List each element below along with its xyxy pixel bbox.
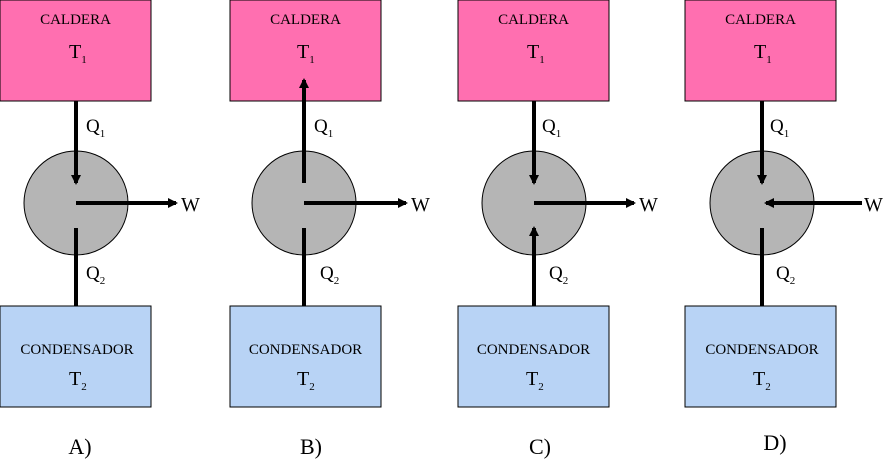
q2-label: Q2 [320,263,339,287]
caldera-box [684,0,837,102]
caldera-temperature: T1 [69,41,87,66]
condensador-label: CONDENSADOR [705,342,818,358]
w-label: W [639,194,658,216]
caldera-box [457,0,610,102]
condensador-box [229,305,382,408]
panel-d: CALDERA T1 Q1 W Q2 CONDENSADOR T2 D) [684,0,883,455]
condensador-label: CONDENSADOR [477,342,590,358]
panel-a: CALDERA T1 Q1 W Q2 CONDENSADOR T2 A) [0,0,200,459]
condensador-temperature: T2 [69,368,87,393]
condensador-box [0,305,152,408]
caldera-label: CALDERA [498,12,569,28]
condensador-box [684,305,837,408]
q1-label: Q1 [770,116,789,140]
caldera-label: CALDERA [725,12,796,28]
q2-label: Q2 [86,263,105,287]
caldera-temperature: T1 [297,41,315,66]
condensador-label: CONDENSADOR [249,342,362,358]
panel-caption: B) [300,434,322,459]
q1-label: Q1 [314,116,333,140]
caldera-label: CALDERA [270,12,341,28]
panel-caption: D) [763,430,786,455]
condensador-temperature: T2 [297,368,315,393]
w-label: W [181,194,200,216]
w-label: W [864,194,883,216]
q1-label: Q1 [542,116,561,140]
caldera-box [0,0,152,102]
q2-label: Q2 [776,263,795,287]
caldera-temperature: T1 [527,41,545,66]
q2-label: Q2 [549,263,568,287]
condensador-temperature: T2 [526,368,544,393]
q1-label: Q1 [86,116,105,140]
panel-caption: C) [529,434,551,459]
condensador-box [457,305,610,408]
caldera-label: CALDERA [40,12,111,28]
condensador-temperature: T2 [753,368,771,393]
panel-b: CALDERA T1 Q1 W Q2 CONDENSADOR T2 B) [229,0,430,459]
w-label: W [411,194,430,216]
caldera-temperature: T1 [754,41,772,66]
condensador-label: CONDENSADOR [20,342,133,358]
panel-caption: A) [68,434,91,459]
panel-c: CALDERA T1 Q1 W Q2 CONDENSADOR T2 C) [457,0,658,459]
